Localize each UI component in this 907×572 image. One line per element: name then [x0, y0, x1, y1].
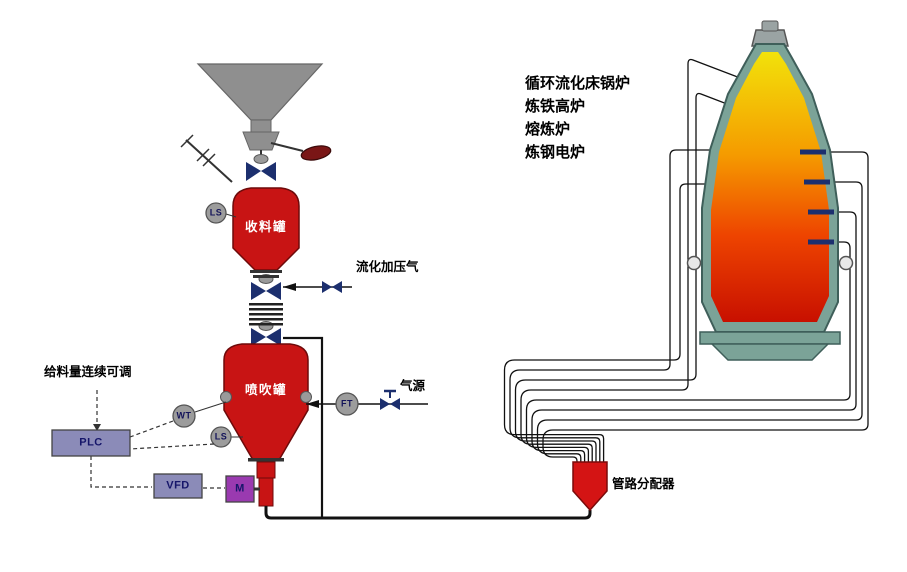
- control-system: [51, 390, 260, 503]
- application-item: 炼钢电炉: [525, 144, 586, 161]
- pipe-bundle: [503, 58, 869, 462]
- pipe-2: [536, 181, 863, 462]
- pipeline-distributor: [572, 461, 608, 512]
- pipe-4: [525, 241, 851, 462]
- furnace-trunnion-left: [686, 255, 702, 271]
- tank1-flange: [250, 270, 282, 273]
- furnace: [686, 20, 854, 361]
- ft-label: FT: [341, 398, 353, 409]
- application-item: 循环流化床锅炉: [525, 75, 631, 92]
- pipe-3: [531, 211, 857, 462]
- ls-upper-label: LS: [209, 207, 223, 218]
- butterfly-valve-link: [270, 142, 304, 152]
- ls-lower-instrument: [210, 426, 232, 448]
- inlet-pipe: [180, 134, 233, 183]
- injection-tank-label: 喷吹罐: [244, 382, 288, 397]
- application-item: 熔炼炉: [525, 121, 571, 138]
- vfd-label: VFD: [166, 479, 190, 492]
- furnace-chimney-cap: [761, 20, 779, 32]
- gas-source-label: 气源: [400, 379, 426, 393]
- dashed-arrow-icon: [93, 424, 101, 431]
- feed-note-label: 给料量连续可调: [44, 365, 132, 379]
- feed-hopper: [196, 63, 324, 121]
- fluidization-line: [283, 281, 352, 293]
- pipe-6: [514, 92, 767, 462]
- pipe-7: [509, 149, 775, 462]
- valve2-symbol: [251, 282, 266, 300]
- ls-lower-label: LS: [214, 431, 228, 442]
- hopper-neck: [250, 119, 272, 133]
- instruments: [172, 202, 359, 448]
- aeration-pad-left: [220, 391, 232, 403]
- receiving-tank: [232, 187, 300, 326]
- furnace-skirt: [710, 343, 830, 361]
- wt-label: WT: [176, 410, 192, 421]
- motor-label: M: [235, 482, 245, 495]
- fluidization-gas-label: 流化加压气: [356, 260, 419, 274]
- tuyere-dashes: [800, 149, 834, 245]
- pressure-branch-line: [283, 336, 324, 518]
- gas-source-line: [306, 389, 428, 410]
- vfd-box: [153, 473, 203, 499]
- furnace-bottom-band: [699, 331, 841, 345]
- fluidization-valve-symbol: [322, 281, 332, 293]
- distributor-label: 管路分配器: [612, 477, 675, 491]
- ls-upper-instrument: [205, 202, 227, 224]
- discharge-spool: [256, 461, 276, 479]
- wt-instrument: [172, 404, 196, 428]
- pipe-8: [503, 183, 769, 462]
- tank2-flange: [248, 458, 284, 462]
- valve1-symbol: [246, 162, 261, 181]
- injection-tank: [220, 343, 312, 507]
- pipe-5: [520, 58, 773, 462]
- furnace-interior: [711, 52, 829, 322]
- aeration-pad-right: [300, 391, 312, 403]
- feed-assembly: [180, 63, 332, 183]
- plc-label: PLC: [79, 436, 103, 449]
- flow-arrow-left-icon: [283, 283, 296, 291]
- plc-box: [51, 429, 131, 457]
- conveying-pipe: [264, 506, 592, 520]
- pipe-1: [542, 151, 869, 462]
- valve3-actuator: [258, 321, 274, 331]
- butterfly-valve-handwheel: [300, 145, 332, 161]
- motor-box: [225, 475, 255, 503]
- pinch-valves: [246, 154, 281, 346]
- flow-arrow-icon: [306, 400, 319, 408]
- furnace-trunnion-right: [838, 255, 854, 271]
- ft-instrument: [335, 392, 359, 416]
- application-item: 炼铁高炉: [525, 98, 586, 115]
- application-list: 循环流化床锅炉 炼铁高炉 熔炼炉 炼钢电炉: [525, 72, 630, 164]
- bellows-joint: [249, 303, 283, 326]
- gas-valve-symbol: [380, 398, 390, 410]
- feeder-body: [258, 477, 274, 507]
- receiving-tank-label: 收料罐: [244, 219, 288, 234]
- pre-hopper: [242, 131, 280, 151]
- valve1-actuator: [253, 154, 269, 164]
- valve3-symbol: [251, 328, 266, 346]
